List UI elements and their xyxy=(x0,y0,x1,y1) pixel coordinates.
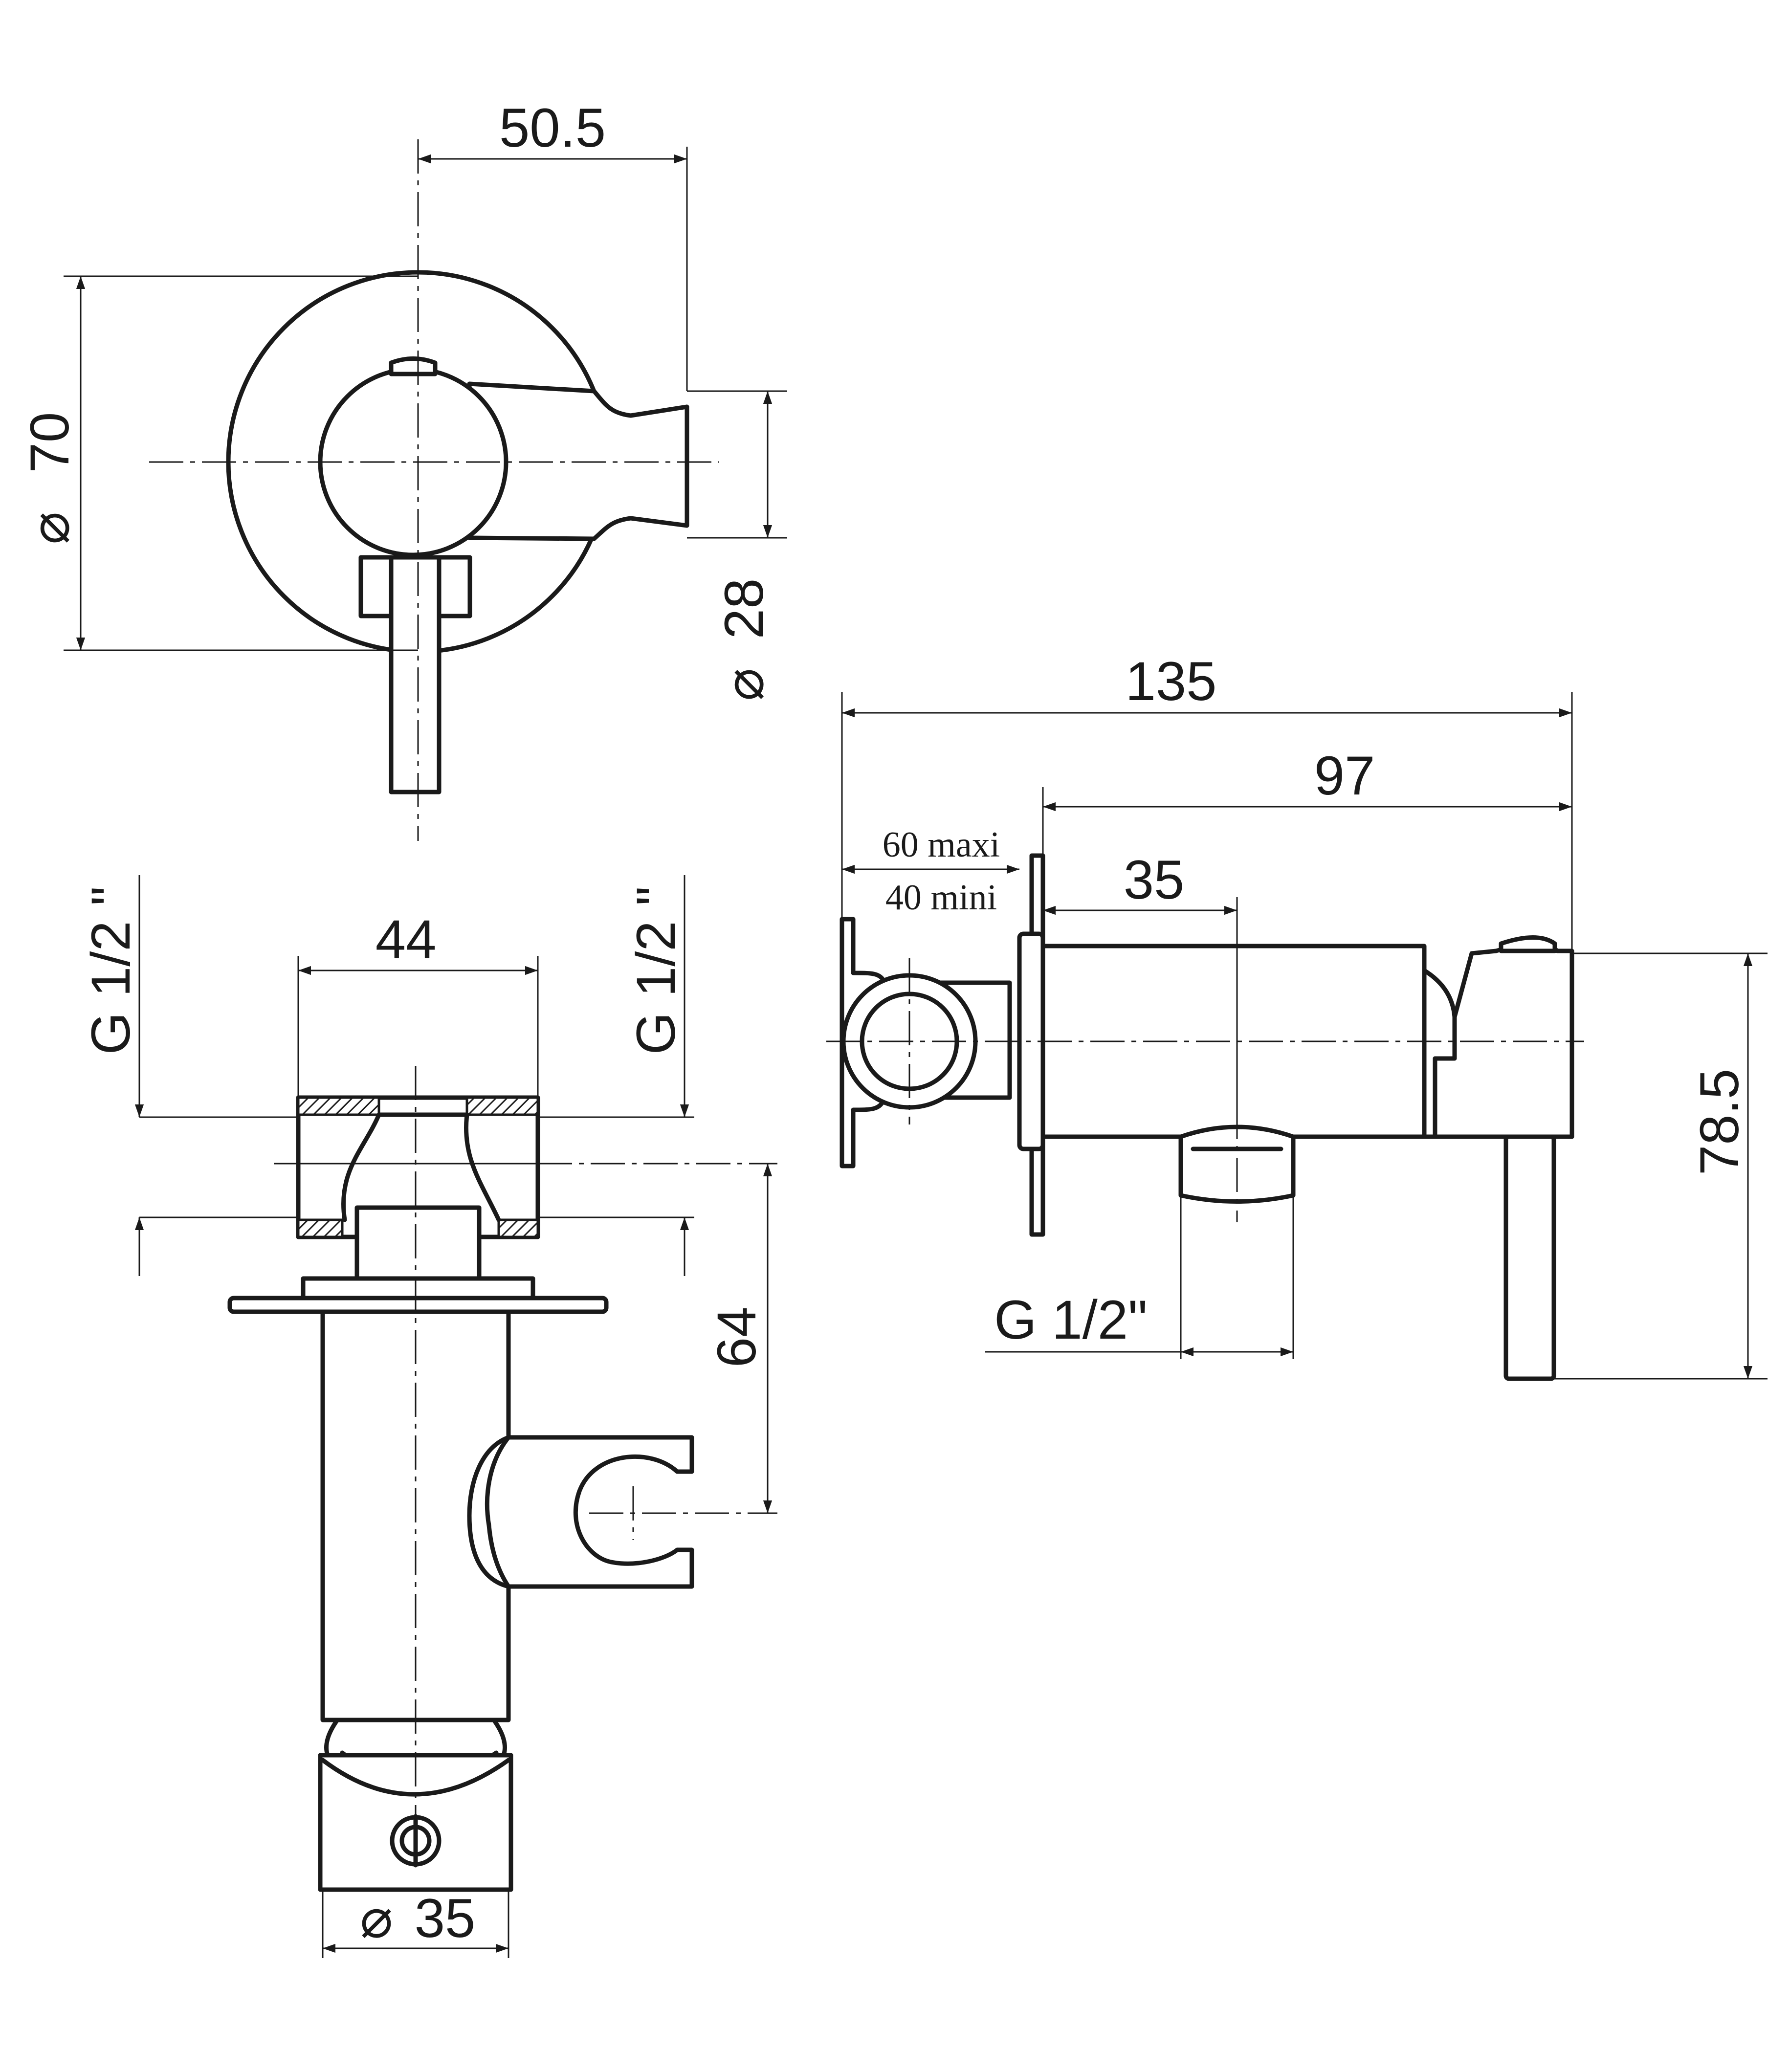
top-dimensions: 50.5 ⌀ 70 ⌀ 28 xyxy=(19,97,787,701)
dim-wall-max-label: 60 maxi xyxy=(883,825,1000,865)
dim-35d-symbol: ⌀ xyxy=(360,1888,393,1949)
dim-78-5-label: 78.5 xyxy=(1689,1069,1750,1175)
side-top-knob xyxy=(1499,935,1557,953)
dim-44-label: 44 xyxy=(376,909,437,970)
dim-thread-left-label: G 1/2 " xyxy=(80,886,141,1055)
front-shower-holder xyxy=(467,1435,694,1589)
front-outlet-arc xyxy=(320,1758,511,1797)
dim-64-label: 64 xyxy=(706,1307,767,1368)
dim-97-label: 97 xyxy=(1314,745,1375,806)
dim-thread-side-label: G 1/2" xyxy=(994,1289,1148,1350)
front-connector-wall-top-right xyxy=(465,1096,539,1116)
dim-135-label: 135 xyxy=(1126,651,1217,712)
side-lever xyxy=(1503,1134,1556,1381)
front-connector-wall-top-left xyxy=(297,1096,380,1116)
dim-70-label: 70 xyxy=(19,412,80,473)
top-knob xyxy=(389,356,438,376)
dim-wall-min-label: 40 mini xyxy=(885,878,997,918)
dim-50-5-label: 50.5 xyxy=(499,97,606,158)
front-nut xyxy=(354,1205,482,1281)
front-flow-left xyxy=(341,1112,381,1222)
dim-28-label: 28 xyxy=(713,578,774,639)
side-cap-housing xyxy=(1433,941,1574,1139)
dim-28-symbol: ⌀ xyxy=(713,668,774,701)
dim-35-side-label: 35 xyxy=(1124,849,1185,910)
top-lever xyxy=(389,555,442,794)
side-view xyxy=(826,853,1584,1381)
dim-thread-right-label: G 1/2 " xyxy=(625,886,686,1055)
front-dimensions: 44 G 1/2 " G 1/2 " 64 ⌀ 35 xyxy=(80,875,773,1958)
front-flow-right xyxy=(464,1112,501,1222)
front-connector-wall-bottom-right xyxy=(497,1218,539,1238)
top-view xyxy=(149,139,719,841)
dim-70-symbol: ⌀ xyxy=(19,511,80,544)
front-holder-cut xyxy=(485,1435,511,1589)
dim-35d-label: 35 xyxy=(415,1888,476,1949)
front-connector-wall-bottom-left xyxy=(297,1218,344,1238)
side-dimensions: 135 97 60 maxi 40 mini 35 78.5 G 1/2" xyxy=(841,651,1768,1380)
front-view xyxy=(227,1066,777,1892)
